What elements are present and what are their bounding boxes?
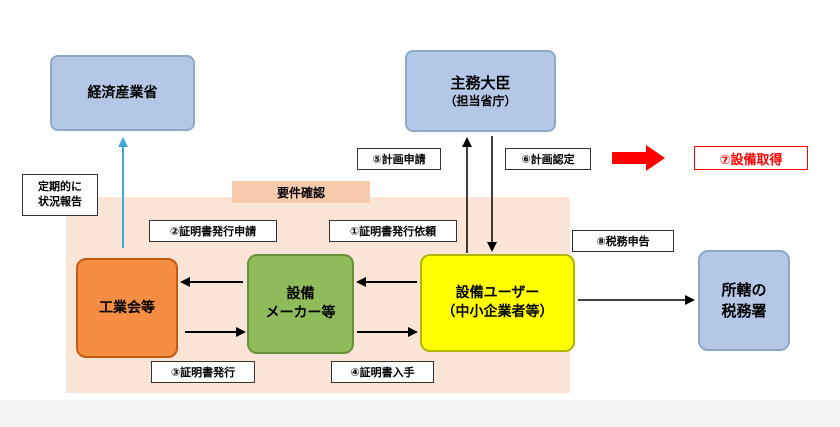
minister-title: 主務大臣 <box>450 73 511 92</box>
maker-line2: メーカー等 <box>265 305 336 321</box>
periodic-report-line2: 状況報告 <box>38 195 82 208</box>
minister-box: 主務大臣 （担当省庁） <box>405 50 556 132</box>
step7-label: ⑦設備取得 <box>694 146 808 170</box>
red-arrow <box>612 145 665 171</box>
maker-line1: 設備 <box>286 286 315 303</box>
minister-subtitle: （担当省庁） <box>444 94 517 109</box>
step8-label: ⑧税務申告 <box>572 230 674 252</box>
periodic-report-label: 定期的に 状況報告 <box>22 174 98 216</box>
step3-label: ③証明書発行 <box>151 361 255 383</box>
requirement-check-tag: 要件確認 <box>232 181 370 203</box>
tax-office-box: 所轄の 税務署 <box>698 250 790 351</box>
periodic-report-line1: 定期的に <box>38 180 82 194</box>
meti-label: 経済産業省 <box>87 84 158 101</box>
step5-label: ⑤計画申請 <box>357 148 441 170</box>
step1-label: ①証明書発行依頼 <box>329 220 457 242</box>
tax-line1: 所轄の <box>721 281 767 300</box>
user-line1: 設備ユーザー <box>455 285 540 302</box>
meti-box: 経済産業省 <box>50 55 195 131</box>
maker-box: 設備 メーカー等 <box>247 254 354 354</box>
step4-label: ④証明書入手 <box>331 361 434 383</box>
tax-line2: 税務署 <box>721 301 767 320</box>
user-line2: （中小企業者等） <box>441 304 554 320</box>
kogyokai-box: 工業会等 <box>76 258 178 358</box>
step2-label: ②証明書発行申請 <box>149 220 277 242</box>
kogyokai-label: 工業会等 <box>99 299 155 316</box>
bottom-strip <box>0 400 840 427</box>
user-box: 設備ユーザー （中小企業者等） <box>420 254 575 352</box>
step6-label: ⑥計画認定 <box>505 148 591 170</box>
